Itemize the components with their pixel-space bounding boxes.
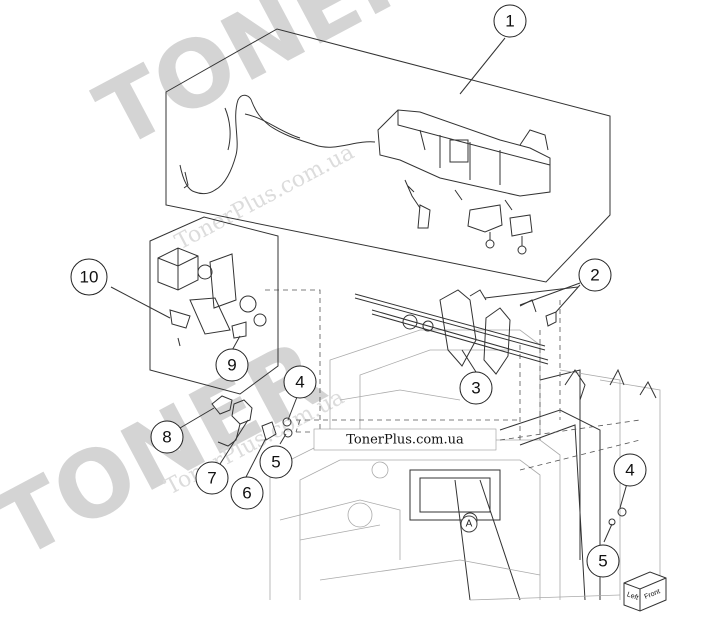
callout-1-label: 1: [505, 12, 514, 31]
callout-10-label: 10: [80, 268, 99, 287]
callout-6-label: 6: [242, 484, 251, 503]
callouts: 1 2 3 4 5 6 7 8: [70, 4, 647, 578]
frame-marker-label: A: [466, 519, 473, 530]
sensor-cable-assembly-box: [165, 28, 611, 283]
callout-1: 1: [493, 4, 527, 38]
motor-drive-box: [149, 216, 279, 395]
callout-9-circle: [215, 348, 249, 382]
callout-2-label: 2: [590, 266, 599, 285]
callout-8-circle: [150, 420, 184, 454]
callout-5-upper-label: 5: [271, 453, 280, 472]
callout-6: 6: [230, 476, 264, 510]
callout-4-lower: 4: [613, 453, 647, 487]
watermark: TONER TONER TonerPlus.com.ua TonerPlus.c…: [0, 0, 441, 579]
callout-4-upper-circle: [283, 365, 317, 399]
callout-9: 9: [215, 348, 249, 382]
callout-5-upper-circle: [259, 445, 293, 479]
callout-8: 8: [150, 420, 184, 454]
alignment-lines: [265, 289, 641, 471]
callout-7-label: 7: [207, 469, 216, 488]
callout-7-circle: [195, 461, 229, 495]
orientation-left-label: Left: [626, 591, 639, 602]
callout-5-lower-label: 5: [598, 552, 607, 571]
orientation-box: Left Front: [623, 571, 667, 612]
callout-4-lower-circle: [613, 453, 647, 487]
callout-5-upper: 5: [259, 445, 293, 479]
callout-3-circle: [459, 371, 493, 405]
callout-8-label: 8: [162, 428, 171, 447]
callout-9-label: 9: [227, 356, 236, 375]
callout-3: 3: [459, 371, 493, 405]
watermark-logo: TONER: [80, 0, 441, 169]
frame-marker-circle: [460, 515, 478, 533]
callout-4-upper: 4: [283, 365, 317, 399]
callout-2-circle: [578, 258, 612, 292]
callout-6-circle: [230, 476, 264, 510]
printer-frame: [269, 329, 661, 601]
small-parts: [211, 395, 627, 526]
callout-3-label: 3: [471, 379, 480, 398]
callout-10-circle: [70, 258, 108, 296]
callout-7: 7: [195, 461, 229, 495]
callout-2: 2: [578, 258, 612, 292]
site-banner-text: TonerPlus.com.ua: [346, 433, 464, 448]
callout-4-lower-label: 4: [625, 461, 634, 480]
site-banner-box: [313, 428, 497, 451]
callout-5-lower-circle: [586, 544, 620, 578]
frame-marker: A: [460, 515, 478, 533]
shaft-assembly: [354, 289, 557, 375]
callout-10: 10: [70, 258, 108, 296]
callout-5-lower: 5: [586, 544, 620, 578]
site-banner: TonerPlus.com.ua: [313, 428, 497, 451]
callout-1-circle: [493, 4, 527, 38]
callout-4-upper-label: 4: [295, 373, 304, 392]
